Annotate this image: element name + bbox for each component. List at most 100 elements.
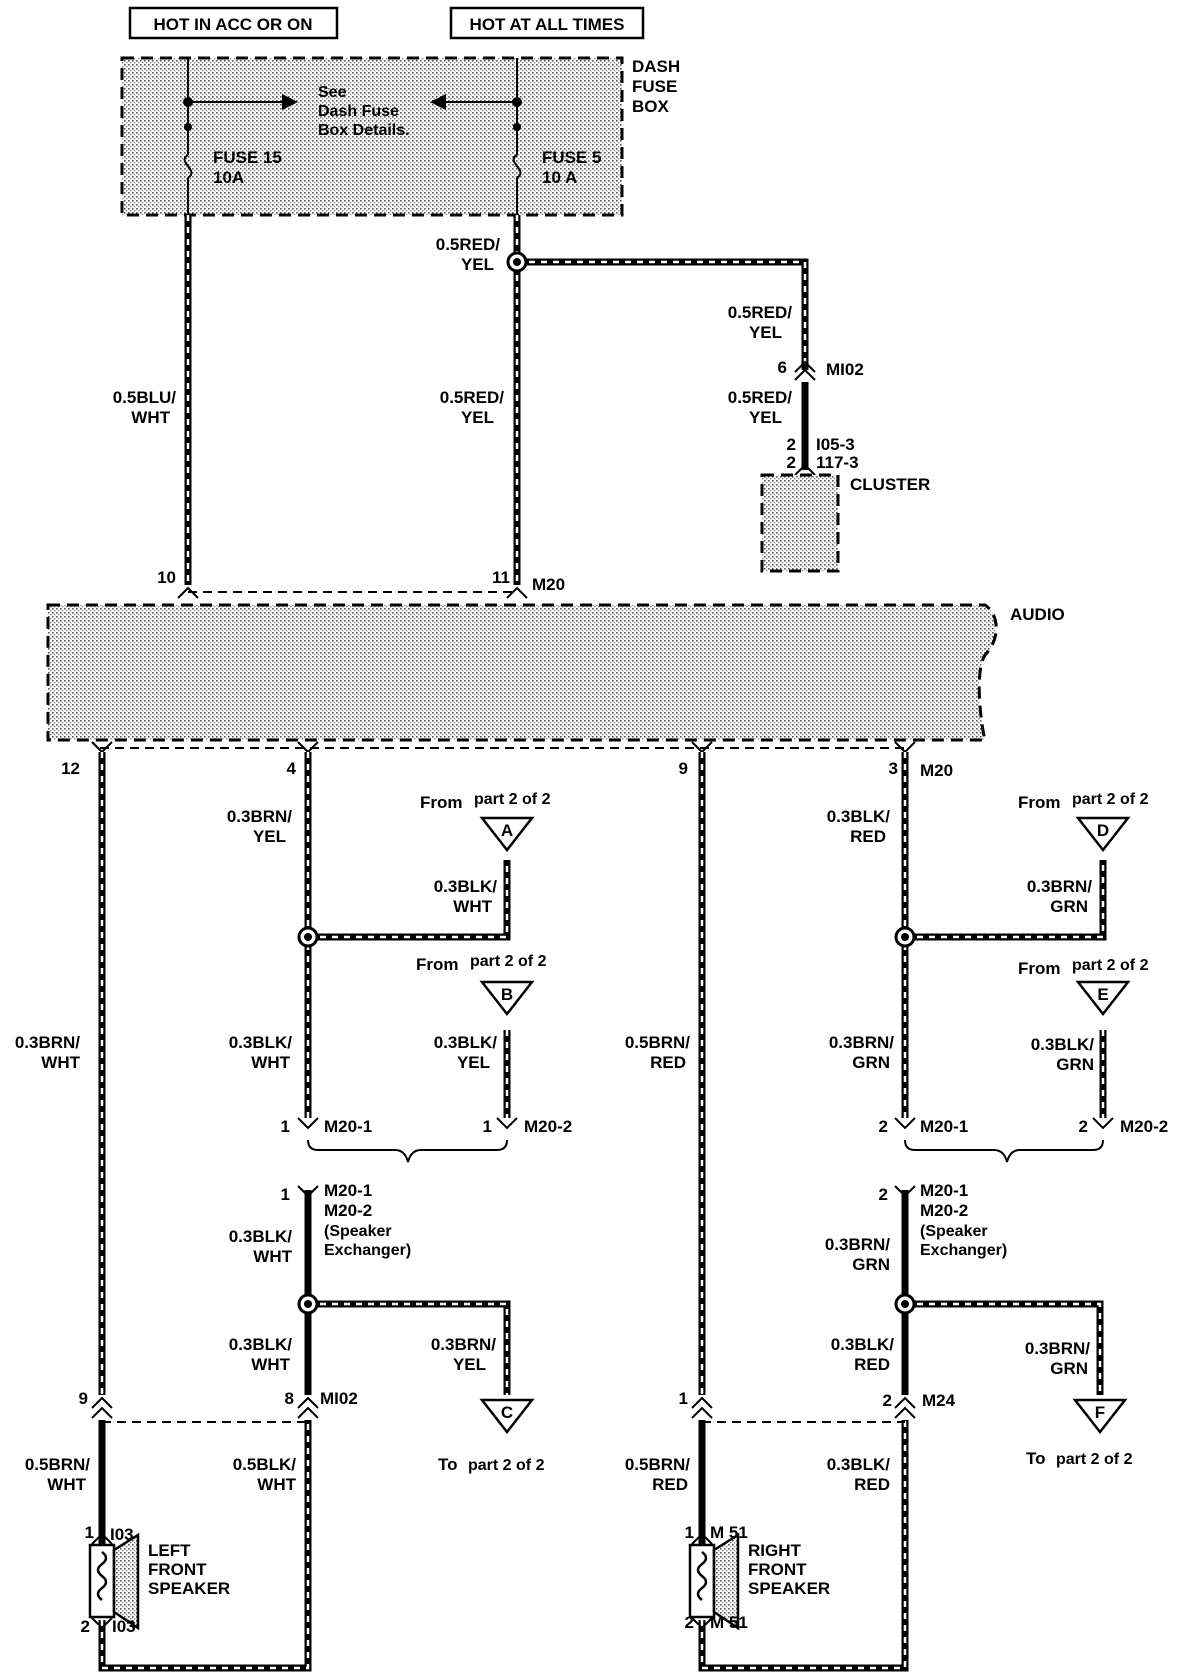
diagram-label: 0.3BLK/ bbox=[434, 1033, 498, 1052]
diagram-label: YEL bbox=[457, 1053, 490, 1072]
upper-wires bbox=[184, 215, 809, 585]
diagram-label: D bbox=[1097, 821, 1109, 840]
diagram-label: To bbox=[438, 1455, 458, 1474]
mi02-top-connector: 6 MI02 bbox=[778, 358, 864, 381]
diagram-label: GRN bbox=[1056, 1055, 1094, 1074]
diagram-label: M20-1 bbox=[920, 1181, 968, 1200]
triangle-a: A bbox=[479, 816, 535, 853]
mi02-bottom-connector: 9 8 MI02 bbox=[79, 1389, 358, 1423]
diagram-label: WHT bbox=[131, 408, 170, 427]
diagram-label: Exchanger) bbox=[324, 1242, 411, 1259]
diagram-label: Dash Fuse bbox=[318, 103, 399, 120]
diagram-label: 1 bbox=[679, 1389, 688, 1408]
dash-fuse-box: DASH FUSE BOX See Dash Fuse Box Details.… bbox=[120, 56, 680, 217]
diagram-label: CLUSTER bbox=[850, 475, 930, 494]
diagram-label: M20-2 bbox=[1120, 1117, 1168, 1136]
diagram-label: 0.3BLK/ bbox=[434, 877, 498, 896]
diagram-label: Box Details. bbox=[318, 122, 410, 139]
diagram-label: B bbox=[501, 985, 513, 1004]
diagram-label: 1 bbox=[281, 1117, 290, 1136]
diagram-label: FUSE bbox=[632, 77, 677, 96]
diagram-label: I03 bbox=[110, 1525, 134, 1544]
diagram-label: GRN bbox=[852, 1255, 890, 1274]
diagram-label: From bbox=[1018, 793, 1061, 812]
diagram-label: 2 bbox=[1079, 1117, 1088, 1136]
diagram-label: 0.3BRN/ bbox=[227, 807, 292, 826]
diagram-label: WHT bbox=[251, 1053, 290, 1072]
diagram-label: FUSE 15 bbox=[213, 148, 282, 167]
diagram-label: From bbox=[1018, 959, 1061, 978]
diagram-label: A bbox=[501, 821, 513, 840]
diagram-label: 1 bbox=[685, 1523, 694, 1542]
diagram-label: part 2 of 2 bbox=[1072, 957, 1149, 974]
diagram-label: 0.5BRN/ bbox=[625, 1455, 690, 1474]
diagram-label: YEL bbox=[453, 1355, 486, 1374]
diagram-label: 6 bbox=[778, 358, 787, 377]
diagram-label: M 51 bbox=[710, 1613, 748, 1632]
triangle-c: C bbox=[479, 1398, 535, 1435]
diagram-label: E bbox=[1097, 985, 1108, 1004]
diagram-label: SPEAKER bbox=[748, 1579, 830, 1598]
diagram-label: YEL bbox=[461, 255, 494, 274]
diagram-label: 0.3BRN/ bbox=[825, 1235, 890, 1254]
diagram-label: M20-2 bbox=[920, 1201, 968, 1220]
diagram-label: 2 bbox=[685, 1613, 694, 1632]
diagram-label: I03 bbox=[112, 1617, 136, 1636]
diagram-label: 0.3BLK/ bbox=[1031, 1035, 1095, 1054]
diagram-label: 10 bbox=[157, 568, 176, 587]
diagram-label: 0.5RED/ bbox=[436, 235, 501, 254]
diagram-label: 10 A bbox=[542, 168, 577, 187]
diagram-label: 3 bbox=[889, 759, 898, 778]
diagram-label: FUSE 5 bbox=[542, 148, 602, 167]
diagram-label: 11 bbox=[492, 568, 510, 587]
diagram-label: RIGHT bbox=[748, 1541, 802, 1560]
lower-wires bbox=[98, 752, 1107, 1672]
diagram-label: SPEAKER bbox=[148, 1579, 230, 1598]
diagram-label: RED bbox=[652, 1475, 688, 1494]
diagram-label: part 2 of 2 bbox=[468, 1457, 545, 1474]
diagram-label: 2 bbox=[81, 1617, 90, 1636]
diagram-label: 0.3BRN/ bbox=[431, 1335, 496, 1354]
diagram-label: (Speaker bbox=[920, 1223, 988, 1240]
audio-unit: AUDIO 10 11 M20 12 4 9 3 M20 bbox=[46, 568, 1065, 780]
diagram-label: From bbox=[420, 793, 463, 812]
right-m20-connectors: 2 M20-1 2 M20-2 2 M20-1 M20-2 (Speaker E… bbox=[879, 1117, 1169, 1259]
diagram-label: LEFT bbox=[148, 1541, 191, 1560]
diagram-label: 0.5RED/ bbox=[728, 388, 793, 407]
diagram-label: 0.3BLK/ bbox=[229, 1227, 293, 1246]
diagram-label: WHT bbox=[253, 1247, 292, 1266]
diagram-label: 2 bbox=[787, 435, 796, 454]
diagram-label: 1 bbox=[281, 1185, 290, 1204]
diagram-label: WHT bbox=[47, 1475, 86, 1494]
diagram-label: part 2 of 2 bbox=[470, 953, 547, 970]
diagram-label: part 2 of 2 bbox=[1072, 791, 1149, 808]
diagram-label: GRN bbox=[1050, 897, 1088, 916]
diagram-label: BOX bbox=[632, 97, 670, 116]
diagram-label: 2 bbox=[879, 1117, 888, 1136]
diagram-label: YEL bbox=[253, 827, 286, 846]
diagram-label: M24 bbox=[922, 1391, 956, 1410]
diagram-label: 0.3BLK/ bbox=[229, 1335, 293, 1354]
diagram-label: DASH bbox=[632, 57, 680, 76]
diagram-label: 2 bbox=[787, 453, 796, 472]
left-m20-connectors: 1 M20-1 1 M20-2 1 M20-1 M20-2 (Speaker E… bbox=[281, 1117, 573, 1259]
diagram-label: YEL bbox=[749, 323, 782, 342]
diagram-label: 0.5BLK/ bbox=[233, 1455, 297, 1474]
hot-acc-box: HOT IN ACC OR ON bbox=[128, 6, 339, 40]
triangle-f: F bbox=[1072, 1398, 1128, 1435]
diagram-label: YEL bbox=[461, 408, 494, 427]
diagram-label: From bbox=[416, 955, 459, 974]
diagram-label: AUDIO bbox=[1010, 605, 1065, 624]
diagram-label: C bbox=[501, 1403, 513, 1422]
diagram-label: I05-3 bbox=[816, 435, 855, 454]
diagram-label: RED bbox=[850, 827, 886, 846]
diagram-label: 12 bbox=[61, 759, 80, 778]
diagram-label: M20 bbox=[920, 761, 953, 780]
diagram-label: 1 bbox=[85, 1523, 94, 1542]
diagram-label: WHT bbox=[453, 897, 492, 916]
diagram-label: RED bbox=[854, 1475, 890, 1494]
diagram-label: 10A bbox=[213, 168, 244, 187]
diagram-label: WHT bbox=[257, 1475, 296, 1494]
diagram-label: 8 bbox=[285, 1389, 294, 1408]
diagram-label: part 2 of 2 bbox=[474, 791, 551, 808]
